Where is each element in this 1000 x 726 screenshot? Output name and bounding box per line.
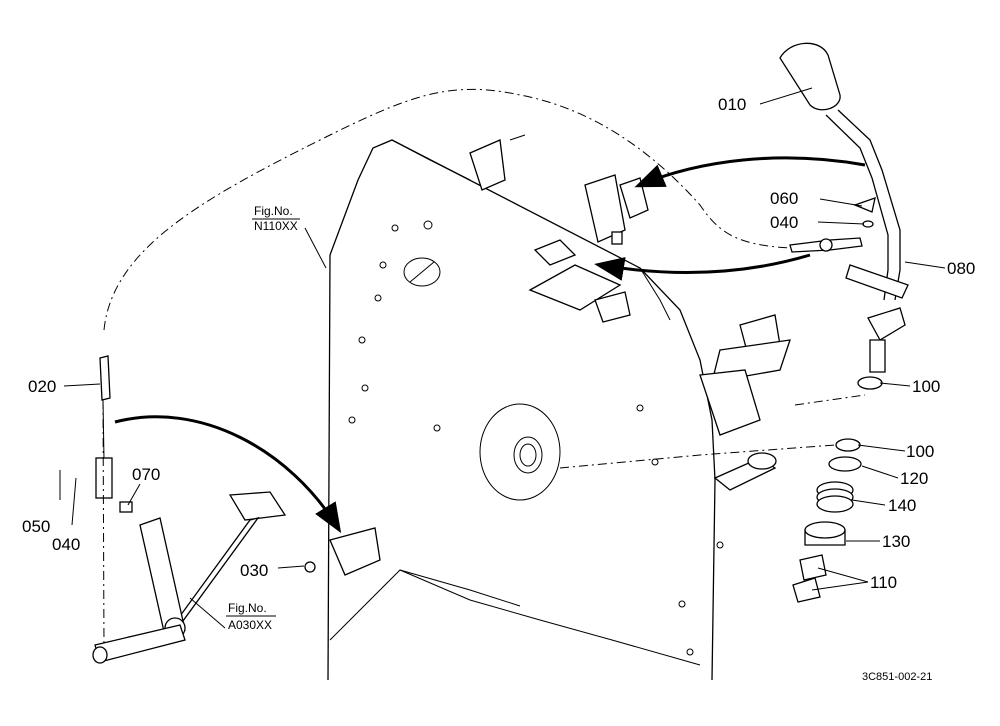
- frame-outline-lower: [559, 444, 836, 469]
- fig-ref-a030-line2: A030XX: [228, 618, 272, 632]
- main-panel: [327, 139, 724, 681]
- label-110: 110: [870, 573, 897, 592]
- label-010: 010: [718, 95, 746, 114]
- spring-stack: [792, 376, 883, 603]
- label-040-top: 040: [770, 213, 798, 232]
- label-100-b: 100: [906, 442, 934, 461]
- label-020: 020: [28, 377, 56, 396]
- label-120: 120: [900, 469, 928, 488]
- clip-bracket: [304, 527, 381, 576]
- label-060: 060: [770, 189, 798, 208]
- fig-ref-a030-line1: Fig.No.: [228, 601, 267, 615]
- label-070: 070: [132, 465, 160, 484]
- pedal-linkage: [92, 491, 287, 664]
- label-080: 080: [947, 259, 975, 278]
- cable-assembly: [95, 355, 113, 651]
- label-130: 130: [882, 532, 910, 551]
- upper-pin-set: [789, 197, 876, 253]
- frame-outline: [103, 88, 791, 331]
- drawing-code: 3C851-002-21: [862, 671, 932, 683]
- frame-outline-right: [794, 394, 866, 406]
- arrow-lever-to-bracket: [634, 156, 866, 188]
- fig-ref-n110-line2: N110XX: [254, 219, 298, 233]
- label-040-left: 040: [52, 535, 80, 554]
- arrow-rod-to-panel: [594, 253, 811, 281]
- arrow-cable-to-bracket: [114, 415, 342, 534]
- leader-lines: [59, 87, 946, 629]
- fig-ref-n110-line1: Fig.No.: [254, 204, 293, 218]
- upper-bracket: [469, 134, 791, 491]
- label-140: 140: [888, 496, 916, 515]
- label-030: 030: [240, 561, 268, 580]
- label-050: 050: [22, 517, 50, 536]
- shift-lever: [779, 42, 909, 373]
- label-100-a: 100: [912, 377, 940, 396]
